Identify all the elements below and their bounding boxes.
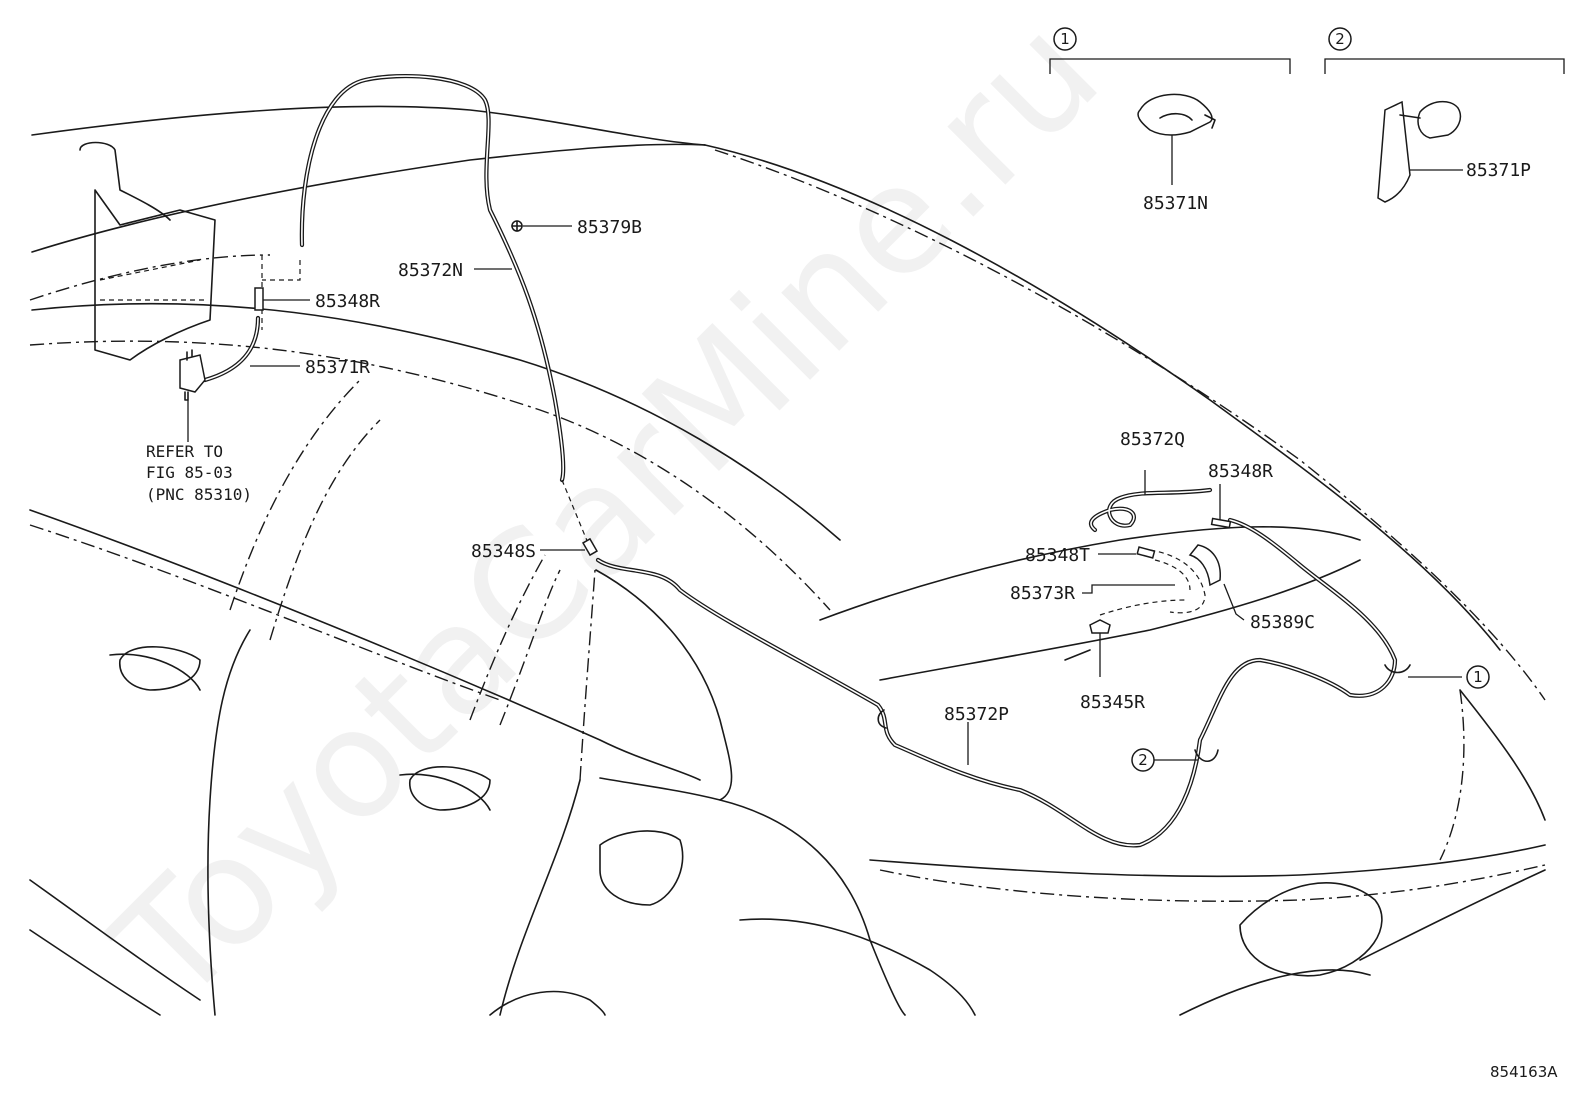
reference-note-line-2: FIG 85-03 — [146, 463, 233, 482]
variant-1-number: 1 — [1060, 30, 1070, 48]
reference-note: REFER TO FIG 85-03 (PNC 85310) — [146, 442, 252, 504]
watermark: ToyotaCarMine.ru — [82, 0, 1132, 1036]
label-85371P: 85371P — [1466, 160, 1531, 181]
callout-2: 2 — [1131, 748, 1155, 772]
joint-85348R-rear — [1210, 517, 1232, 529]
label-85373R: 85373R — [1010, 583, 1075, 604]
variant-2-box: 2 85371P — [1324, 27, 1565, 203]
reference-note-line-3: (PNC 85310) — [146, 485, 252, 504]
label-85372N: 85372N — [398, 260, 463, 281]
label-85372P: 85372P — [944, 704, 1009, 725]
hose-clamp-2 — [1194, 749, 1219, 763]
svg-text:2: 2 — [1138, 751, 1148, 769]
washer-hose-85373R — [1099, 549, 1206, 616]
label-85345R: 85345R — [1080, 692, 1145, 713]
hose-clamp-1 — [1384, 664, 1411, 674]
joint-85348R-front — [254, 287, 264, 311]
label-85379B: 85379B — [577, 217, 642, 238]
grommet-85389C — [1188, 544, 1221, 587]
washer-hose-85372N — [299, 73, 591, 549]
figure-id: 854163A — [1490, 1063, 1558, 1081]
label-85372Q: 85372Q — [1120, 429, 1185, 450]
callout-1: 1 — [1466, 665, 1490, 689]
label-85348R-rear: 85348R — [1208, 461, 1273, 482]
label-85389C: 85389C — [1250, 612, 1315, 633]
label-85371R: 85371R — [305, 357, 370, 378]
trunk-hose-end — [1064, 649, 1091, 661]
nozzle-85345R — [1089, 619, 1111, 634]
label-85371N: 85371N — [1143, 193, 1208, 214]
svg-text:1: 1 — [1473, 668, 1483, 686]
label-85348T: 85348T — [1025, 545, 1090, 566]
nozzle-85371N-illustration — [1137, 93, 1216, 136]
washer-hose-85372Q — [1088, 487, 1213, 533]
nozzle-85371P-illustration — [1377, 100, 1462, 203]
joint-85348T — [1136, 546, 1156, 559]
washer-hose-85371R — [202, 315, 261, 383]
hose-clamp-85372P — [877, 709, 887, 729]
joint-85348S — [582, 537, 598, 557]
variant-2-number: 2 — [1335, 30, 1345, 48]
label-85348R-front: 85348R — [315, 291, 380, 312]
washer-tank — [79, 141, 216, 361]
variant-1-box: 1 85371N — [1049, 27, 1291, 214]
reference-note-line-1: REFER TO — [146, 442, 223, 461]
label-85348S: 85348S — [471, 541, 536, 562]
washer-hose-85372P — [595, 517, 1398, 848]
car-body-outline — [29, 105, 1546, 1016]
washer-pump — [179, 349, 206, 401]
clip-85379B — [511, 220, 523, 232]
